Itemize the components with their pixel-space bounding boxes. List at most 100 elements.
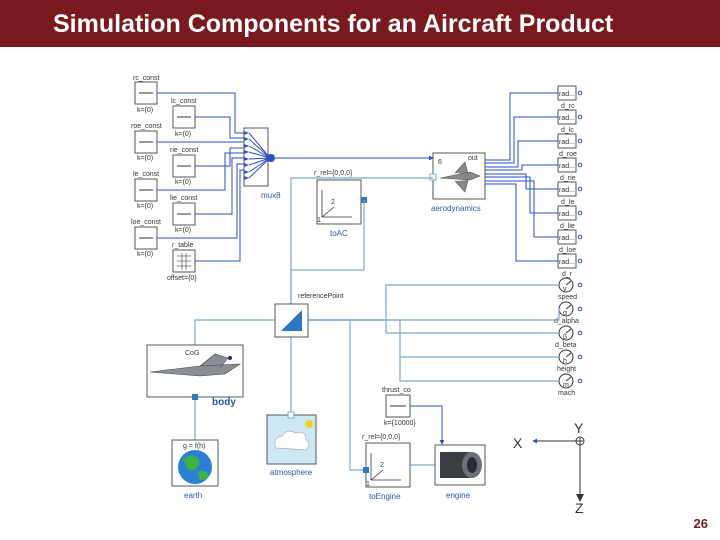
output-d-lie[interactable]: rad... d_lie xyxy=(557,205,577,230)
svg-text:atmosphere: atmosphere xyxy=(270,468,313,477)
svg-text:k=(0): k=(0) xyxy=(175,131,191,138)
svg-text:k=(0): k=(0) xyxy=(137,251,153,258)
svg-text:aerodynamics: aerodynamics xyxy=(431,204,481,213)
svg-text:roe_const: roe_const xyxy=(131,123,162,130)
toengine-block[interactable]: r_rel={0,0,0} 2 1 toEngine xyxy=(362,434,411,501)
svg-text:α: α xyxy=(563,310,567,317)
svg-text:g = f(h): g = f(h) xyxy=(183,443,205,450)
sensor-mach[interactable]: m mach xyxy=(558,373,575,397)
svg-text:rad...: rad... xyxy=(559,235,575,242)
svg-text:1: 1 xyxy=(366,481,370,488)
svg-text:d_le: d_le xyxy=(561,199,574,206)
svg-text:rie_const: rie_const xyxy=(170,147,198,154)
sensor-speed[interactable]: v speed xyxy=(558,277,577,301)
svg-text:mach: mach xyxy=(558,390,575,397)
coordinate-frame: X Y Z xyxy=(513,420,585,516)
output-d-rie[interactable]: rad... d_rie xyxy=(557,157,577,182)
const-block-rc[interactable]: rc_const k=(0) xyxy=(133,75,160,114)
svg-text:d_roe: d_roe xyxy=(559,151,577,158)
svg-text:k=(0): k=(0) xyxy=(175,179,191,186)
const-signal-lines xyxy=(157,92,244,262)
thrust-const-block[interactable]: thrust_co k={10000} xyxy=(382,387,416,427)
svg-text:Z: Z xyxy=(575,500,584,516)
svg-text:rad...: rad... xyxy=(559,163,575,170)
svg-text:1: 1 xyxy=(317,217,321,224)
svg-text:earth: earth xyxy=(184,491,202,500)
output-d-lc[interactable]: rad... d_lc xyxy=(557,109,577,134)
svg-text:k=(0): k=(0) xyxy=(137,107,153,114)
sensor-d-alpha[interactable]: α d_alpha xyxy=(554,301,579,325)
svg-text:rad...: rad... xyxy=(559,259,575,266)
output-d-r[interactable]: rad... d_r xyxy=(557,253,577,278)
frame-connections xyxy=(194,177,560,471)
const-block-loe[interactable]: loe_const k=(0) xyxy=(131,219,161,258)
svg-text:lie_const: lie_const xyxy=(170,195,198,202)
svg-text:toEngine: toEngine xyxy=(369,492,401,501)
svg-text:r_table: r_table xyxy=(172,242,194,249)
svg-text:out: out xyxy=(468,155,478,162)
const-block-le[interactable]: le_const k=(0) xyxy=(133,171,159,210)
output-blocks: rad... d_rc rad... d_lc rad... d_roe rad… xyxy=(557,85,583,278)
earth-block[interactable]: g = f(h) earth xyxy=(171,439,219,500)
svg-text:offset={0}: offset={0} xyxy=(167,275,197,282)
slide-title: Simulation Components for an Aircraft Pr… xyxy=(0,0,720,47)
aero-output-lines xyxy=(485,92,558,262)
sensor-gauges: v speed α d_alpha β d_beta h height m ma… xyxy=(554,277,583,397)
sun-icon xyxy=(305,420,313,428)
svg-text:k=(0): k=(0) xyxy=(137,203,153,210)
svg-text:d_rc: d_rc xyxy=(561,103,575,110)
svg-text:d_alpha: d_alpha xyxy=(554,318,579,325)
atmosphere-block[interactable]: atmosphere xyxy=(266,411,317,477)
svg-text:k=(0): k=(0) xyxy=(175,227,191,234)
svg-text:r_rel={0,0,0}: r_rel={0,0,0} xyxy=(314,170,353,177)
svg-text:X: X xyxy=(513,435,523,451)
const-block-lie[interactable]: lie_const k=(0) xyxy=(170,195,198,234)
svg-text:toAC: toAC xyxy=(330,229,348,238)
svg-text:engine: engine xyxy=(446,491,471,500)
svg-text:mux8: mux8 xyxy=(261,191,281,200)
output-d-roe[interactable]: rad... d_roe xyxy=(557,133,577,158)
svg-text:d_rie: d_rie xyxy=(560,175,576,182)
svg-text:h: h xyxy=(563,358,567,365)
svg-text:d_beta: d_beta xyxy=(555,342,577,349)
svg-text:k=(0): k=(0) xyxy=(137,155,153,162)
svg-text:d_r: d_r xyxy=(562,271,573,278)
svg-text:6: 6 xyxy=(438,159,442,166)
toac-block[interactable]: r_rel={0,0,0} 2 1 toAC xyxy=(314,170,367,238)
cloud-icon xyxy=(274,430,310,451)
const-block-lc[interactable]: lc_const k=(0) xyxy=(171,98,197,138)
svg-text:rad...: rad... xyxy=(559,187,575,194)
output-d-loe[interactable]: rad... d_loe xyxy=(557,229,577,254)
svg-text:loe_const: loe_const xyxy=(131,219,161,226)
svg-text:le_const: le_const xyxy=(133,171,159,178)
svg-text:thrust_co: thrust_co xyxy=(382,387,411,394)
sensor-d-beta[interactable]: β d_beta xyxy=(555,325,577,349)
aerodynamics-block[interactable]: 6 out aerodynamics xyxy=(429,152,486,213)
const-block-rie[interactable]: rie_const k=(0) xyxy=(170,147,198,186)
svg-text:m: m xyxy=(563,382,569,389)
output-d-le[interactable]: rad... d_le xyxy=(557,181,577,206)
engine-block[interactable]: engine xyxy=(434,444,486,500)
svg-text:rad...: rad... xyxy=(559,115,575,122)
table-block-r[interactable]: r_table offset={0} xyxy=(167,242,197,282)
svg-text:lc_const: lc_const xyxy=(171,98,197,105)
slide-number: 26 xyxy=(693,516,708,531)
svg-text:r_rel={0,0,0}: r_rel={0,0,0} xyxy=(362,434,401,441)
mux8-block[interactable]: mux8 xyxy=(243,127,281,200)
svg-text:body: body xyxy=(212,397,236,408)
svg-text:β: β xyxy=(563,334,567,341)
output-d-rc[interactable]: rad... d_rc xyxy=(557,85,577,110)
svg-text:d_loe: d_loe xyxy=(559,247,576,254)
svg-text:d_lie: d_lie xyxy=(560,223,575,230)
fighter-jet-icon xyxy=(149,353,242,377)
reference-point-block[interactable]: referencePoint xyxy=(274,293,344,338)
thrust-signal-line xyxy=(410,405,445,445)
sensor-height[interactable]: h height xyxy=(557,349,576,373)
svg-text:rad...: rad... xyxy=(559,91,575,98)
svg-text:v: v xyxy=(563,286,567,293)
body-block[interactable]: CoG body xyxy=(146,344,244,408)
svg-text:rc_const: rc_const xyxy=(133,75,160,82)
svg-text:speed: speed xyxy=(558,294,577,301)
svg-text:d_lc: d_lc xyxy=(561,127,574,134)
